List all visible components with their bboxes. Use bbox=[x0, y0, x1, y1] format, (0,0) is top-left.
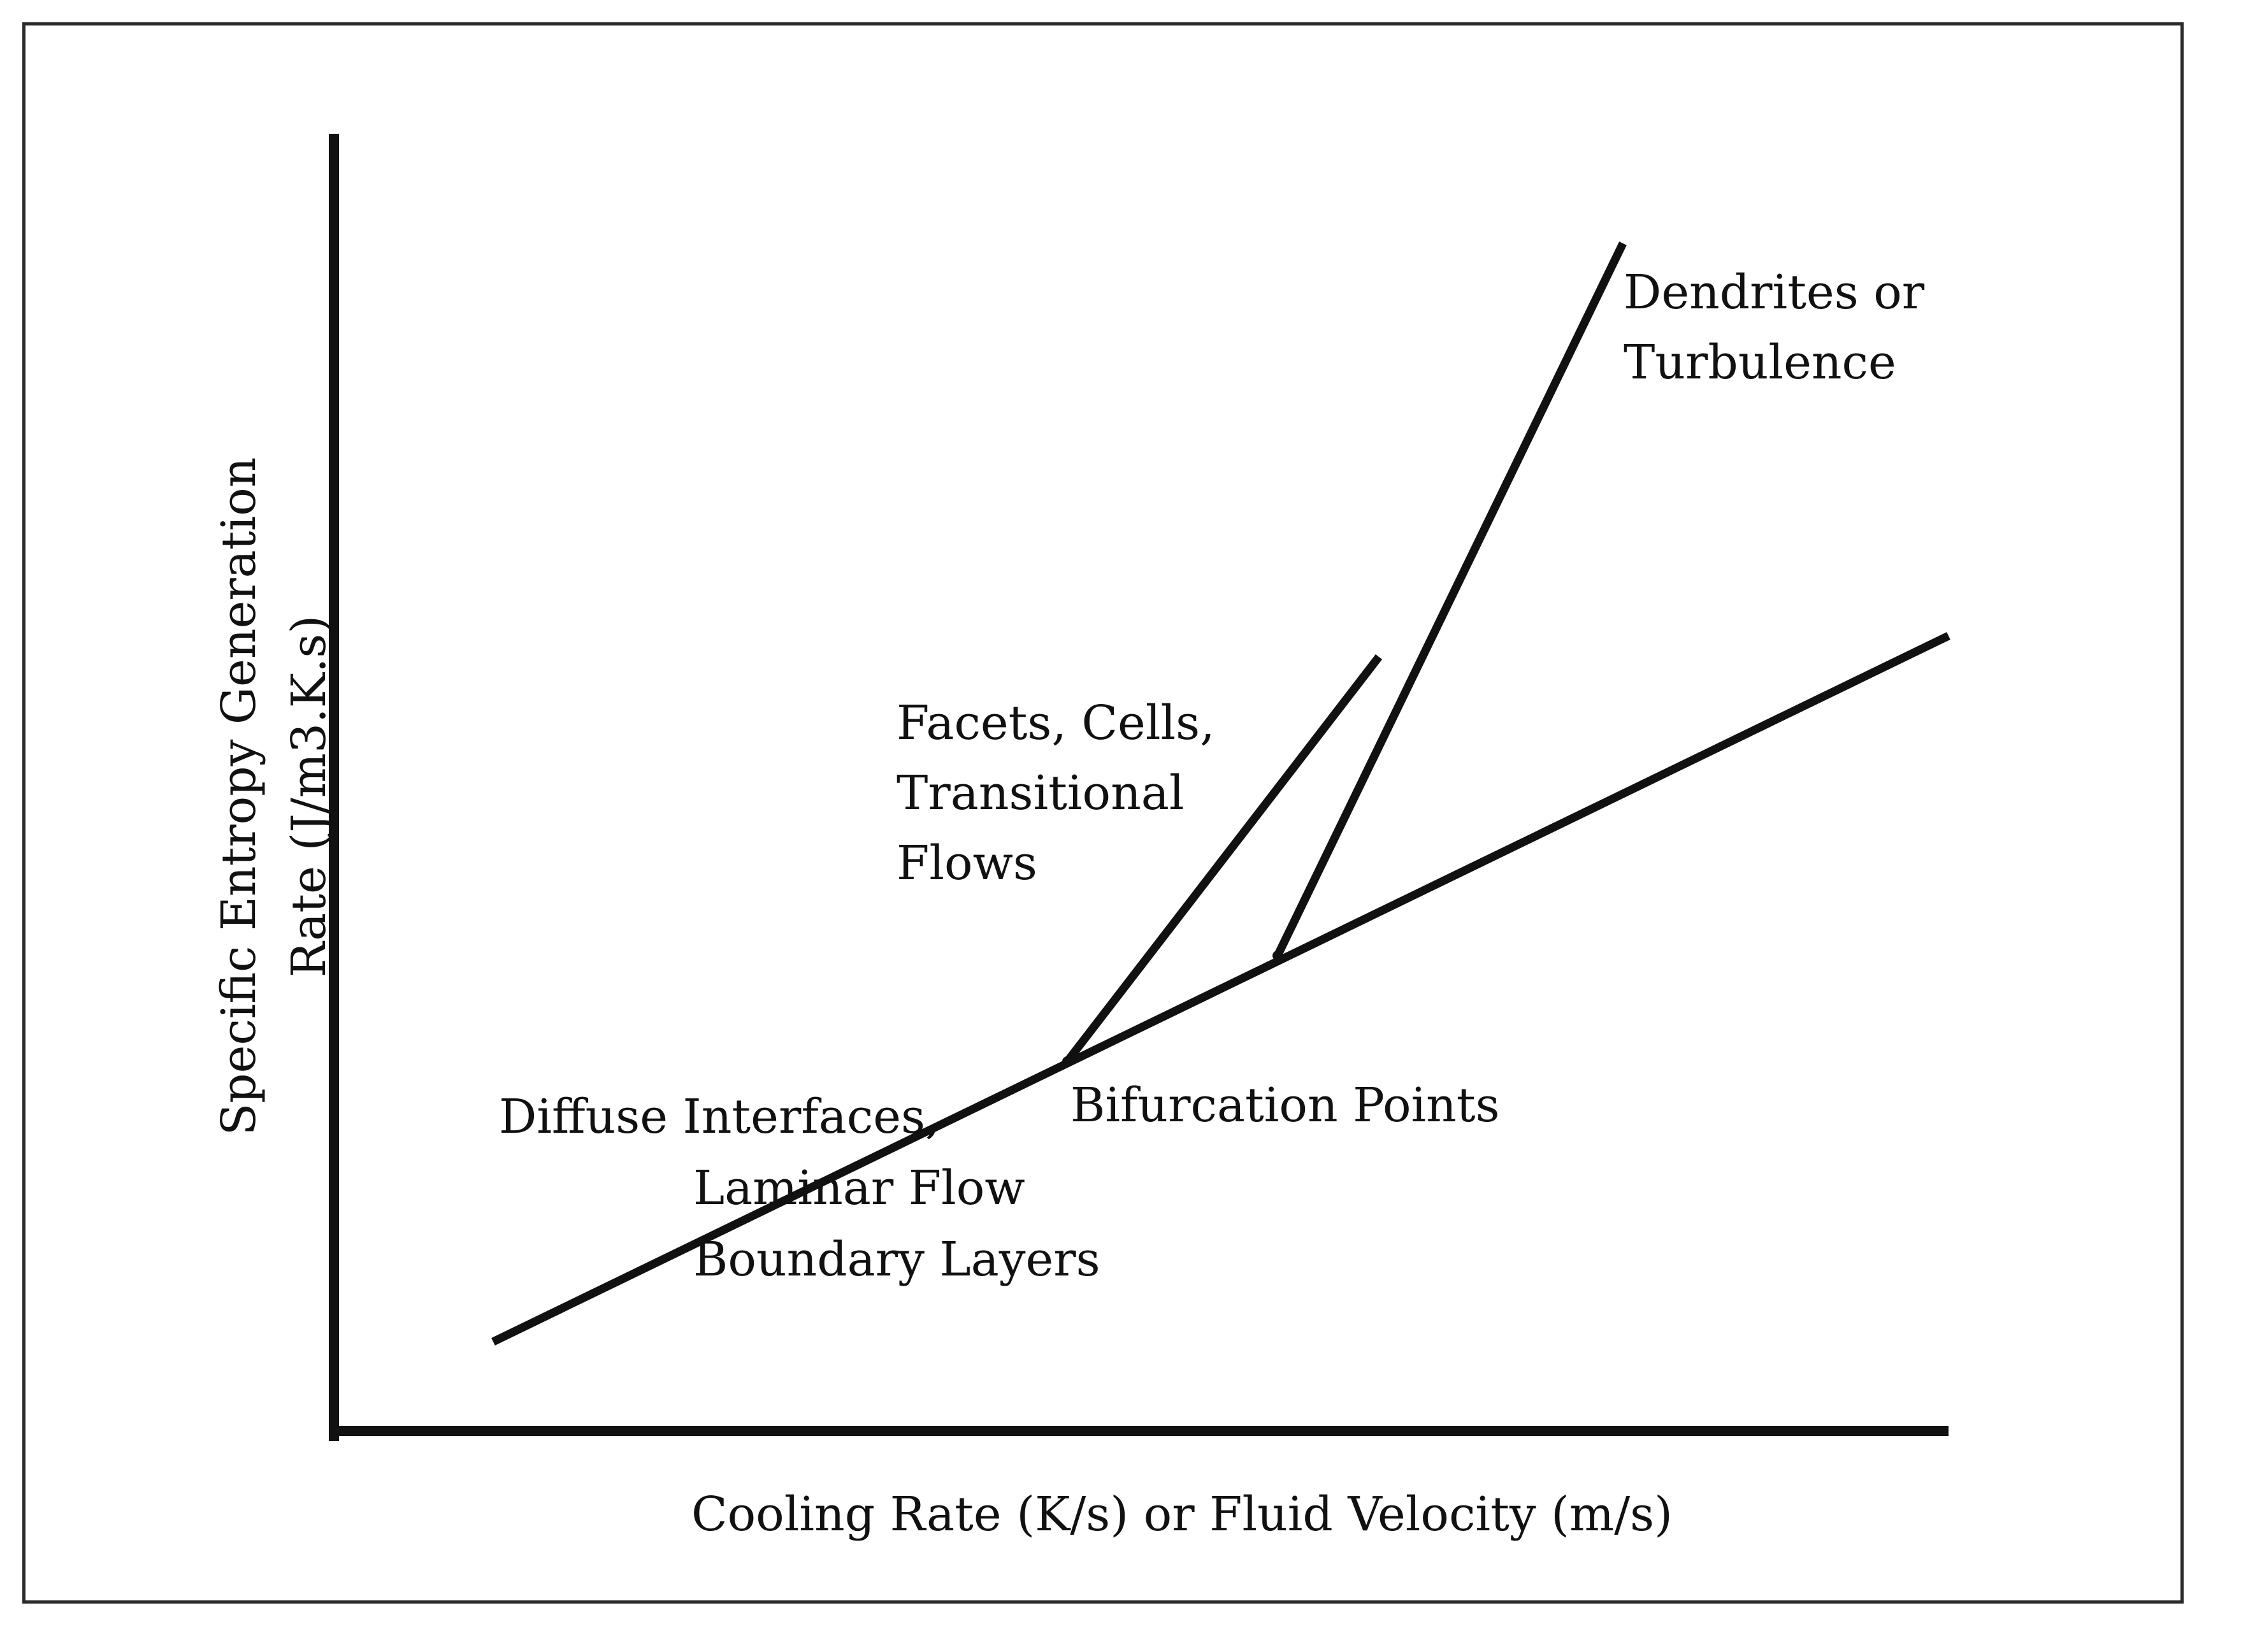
dendrites-label-line2: Turbulence bbox=[1624, 335, 1896, 390]
dendrites-label: Dendrites or Turbulence bbox=[1624, 257, 1924, 398]
facets-label: Facets, Cells, Transitional Flows bbox=[897, 688, 1215, 898]
bifurcation-point-1 bbox=[1062, 1056, 1072, 1067]
y-axis-label-line2: Rate (J/m3.K.s) bbox=[282, 615, 336, 978]
figure-frame bbox=[22, 22, 2184, 1604]
facets-label-line2: Transitional bbox=[897, 766, 1185, 821]
y-axis-label-line1: Specific Entropy Generation bbox=[212, 457, 266, 1136]
facets-label-line1: Facets, Cells, bbox=[897, 696, 1215, 751]
facets-label-line3: Flows bbox=[897, 836, 1037, 891]
dendrites-label-line1: Dendrites or bbox=[1624, 265, 1925, 320]
laminar-flow-label: Laminar Flow bbox=[693, 1161, 1025, 1216]
dendrites-branch-line bbox=[1274, 241, 1627, 958]
boundary-layers-label: Boundary Layers bbox=[693, 1232, 1100, 1287]
main-branch-line bbox=[491, 632, 1950, 1346]
bifurcation-points-label: Bifurcation Points bbox=[1070, 1078, 1500, 1133]
facets-branch-line bbox=[1063, 654, 1383, 1064]
y-axis-label: Specific Entropy Generation Rate (J/m3.K… bbox=[204, 382, 344, 1210]
bifurcation-point-2 bbox=[1272, 951, 1283, 961]
diffuse-interfaces-label: Diffuse Interfaces, bbox=[499, 1089, 940, 1144]
x-axis-label: Cooling Rate (K/s) or Fluid Velocity (m/… bbox=[691, 1487, 1673, 1542]
